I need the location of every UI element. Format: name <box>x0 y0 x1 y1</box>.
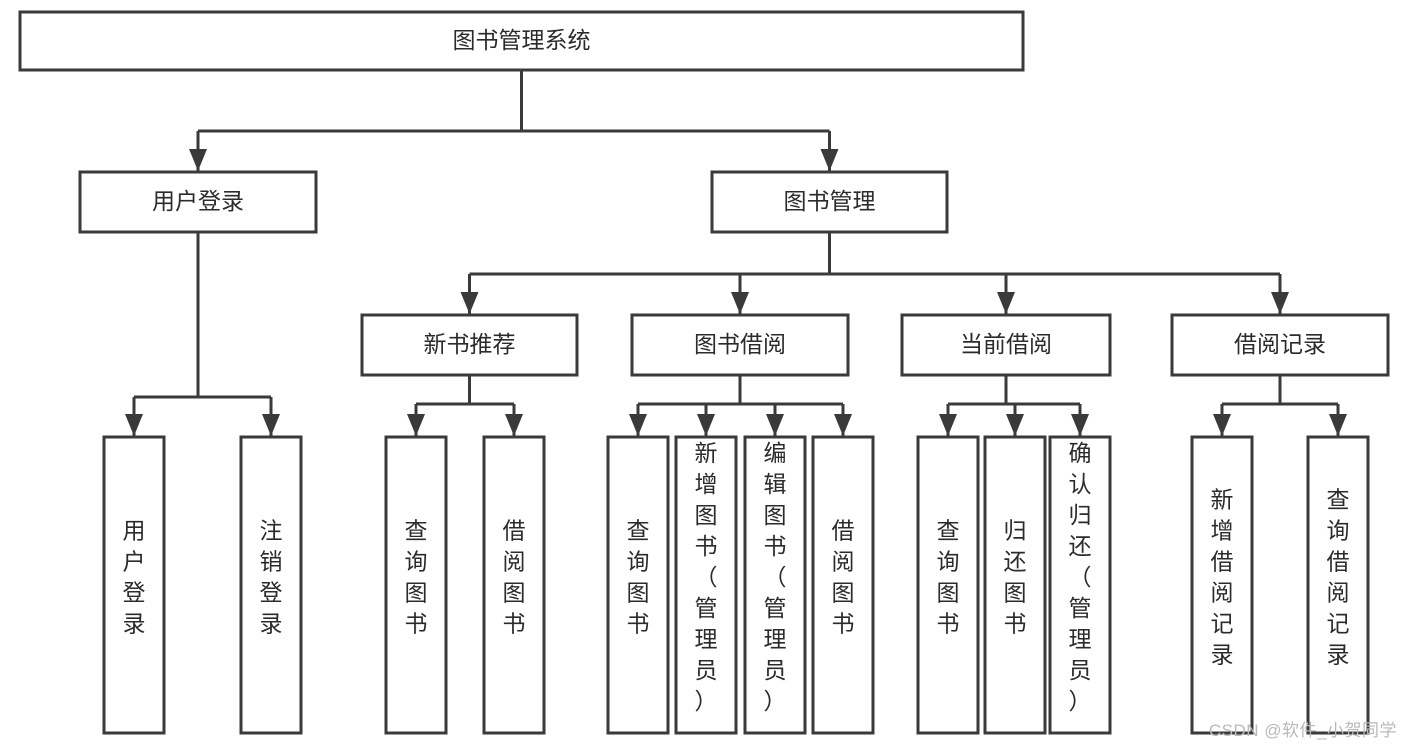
node-label: 借阅记录 <box>1234 331 1326 357</box>
node-level3-2[interactable]: 图书借阅 <box>630 313 850 377</box>
node-label: 用户登录 <box>152 188 244 214</box>
node-label: 当前借阅 <box>960 331 1052 357</box>
arrow-head-icon <box>1071 414 1089 436</box>
node-label: 用户登录 <box>123 518 146 637</box>
node-label: 编辑图书（管理员） <box>764 440 787 714</box>
node-label: 新增图书（管理员） <box>695 440 718 714</box>
edges-layer <box>125 70 1347 436</box>
arrow-head-icon <box>125 414 143 436</box>
arrow-head-icon <box>766 414 784 436</box>
node-label: 查询借阅记录 <box>1327 487 1350 668</box>
arrow-head-icon <box>1006 414 1024 436</box>
arrow-head-icon <box>1271 292 1289 314</box>
arrow-head-icon <box>189 149 207 171</box>
csdn-watermark: CSDN @软件_小贺同学 <box>1208 721 1397 740</box>
node-leaf-11[interactable]: 确认归还（管理员） <box>1048 435 1112 735</box>
node-leaf-4[interactable]: 借阅图书 <box>482 435 546 735</box>
arrow-head-icon <box>997 292 1015 314</box>
node-label: 图书管理系统 <box>453 27 591 53</box>
node-label: 借阅图书 <box>832 518 855 637</box>
node-leaf-9[interactable]: 查询图书 <box>916 435 980 735</box>
node-label: 确认归还（管理员） <box>1069 440 1092 714</box>
arrow-head-icon <box>505 414 523 436</box>
node-root-system[interactable]: 图书管理系统 <box>18 10 1025 72</box>
node-leaf-12[interactable]: 新增借阅记录 <box>1190 435 1254 735</box>
node-leaf-8[interactable]: 借阅图书 <box>811 435 875 735</box>
node-level2-2[interactable]: 图书管理 <box>710 170 949 234</box>
node-leaf-7[interactable]: 编辑图书（管理员） <box>743 435 807 735</box>
node-label: 查询图书 <box>937 518 960 637</box>
node-leaf-3[interactable]: 查询图书 <box>384 435 448 735</box>
arrow-head-icon <box>407 414 425 436</box>
node-leaf-10[interactable]: 归还图书 <box>983 435 1047 735</box>
arrow-head-icon <box>1329 414 1347 436</box>
node-leaf-6[interactable]: 新增图书（管理员） <box>674 435 738 735</box>
node-label: 查询图书 <box>627 518 650 637</box>
node-leaf-13[interactable]: 查询借阅记录 <box>1306 435 1370 735</box>
arrow-head-icon <box>939 414 957 436</box>
node-label: 新书推荐 <box>424 331 516 357</box>
arrow-head-icon <box>731 292 749 314</box>
node-level3-3[interactable]: 当前借阅 <box>900 313 1112 377</box>
arrow-head-icon <box>820 149 839 171</box>
node-label: 查询图书 <box>405 518 428 637</box>
node-label: 注销登录 <box>260 518 283 637</box>
node-leaf-5[interactable]: 查询图书 <box>606 435 670 735</box>
node-leaf-1[interactable]: 用户登录 <box>102 435 166 735</box>
node-label: 新增借阅记录 <box>1211 487 1234 668</box>
node-level3-4[interactable]: 借阅记录 <box>1170 313 1390 377</box>
arrow-head-icon <box>1213 414 1231 436</box>
node-label: 借阅图书 <box>503 518 526 637</box>
node-label: 归还图书 <box>1004 518 1027 637</box>
nodes-layer: 图书管理系统用户登录图书管理新书推荐图书借阅当前借阅借阅记录用户登录注销登录查询… <box>18 10 1390 735</box>
node-label: 图书管理 <box>784 188 876 214</box>
arrow-head-icon <box>460 292 479 314</box>
arrow-head-icon <box>697 414 715 436</box>
node-label: 图书借阅 <box>694 331 786 357</box>
node-leaf-2[interactable]: 注销登录 <box>239 435 303 735</box>
arrow-head-icon <box>834 414 852 436</box>
node-level3-1[interactable]: 新书推荐 <box>360 313 579 377</box>
node-level2-1[interactable]: 用户登录 <box>78 170 318 234</box>
arrow-head-icon <box>629 414 647 436</box>
arrow-head-icon <box>262 414 280 436</box>
